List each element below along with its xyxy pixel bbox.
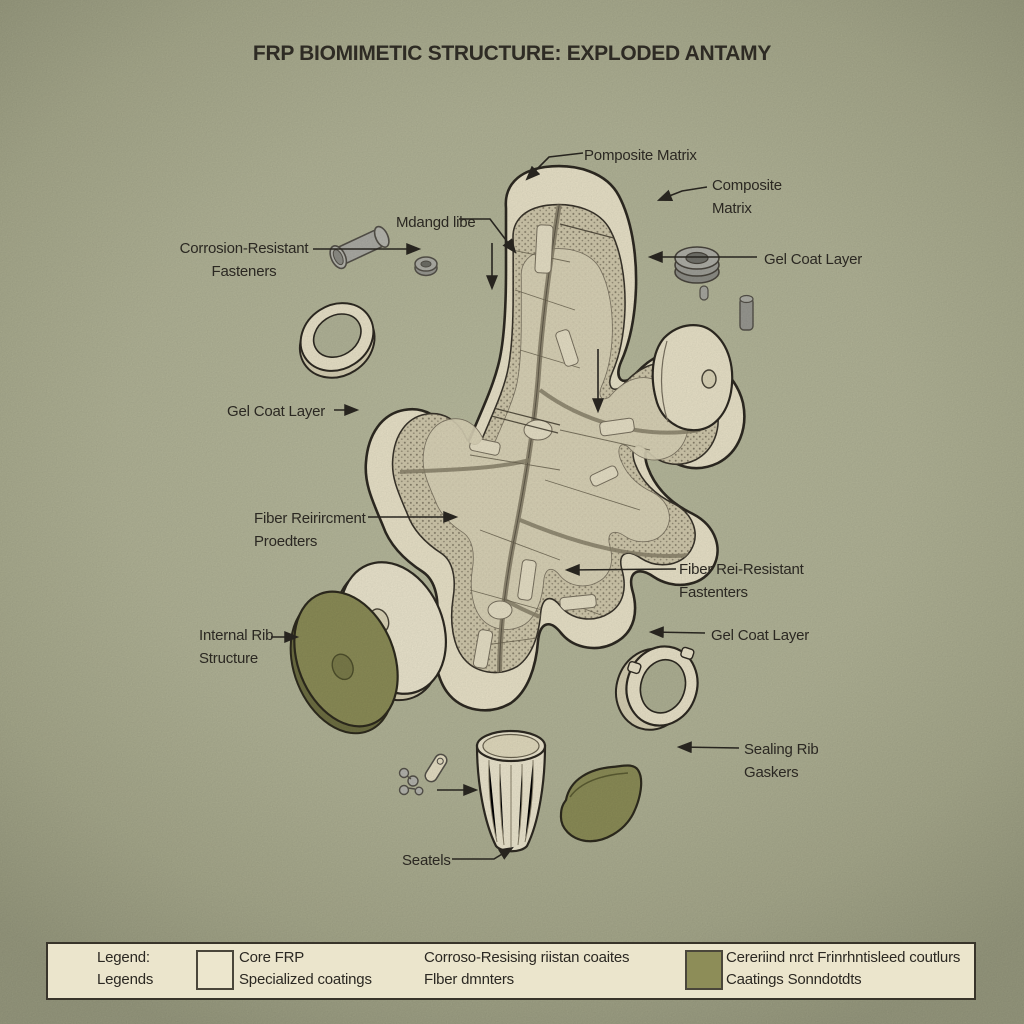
legend-item-corrosion: Corroso-Resising riistan coaites Flber d… [424, 949, 630, 988]
label-mdangd-libe: Mdangd libe [396, 214, 476, 231]
legend-heading: Legend: Legends [97, 949, 154, 988]
page-title: FRP BIOMIMETIC STRUCTURE: EXPLODED ANTAM… [252, 42, 772, 65]
label-seatels: Seatels [402, 852, 451, 869]
legend-item-coatings: Cereriind nrct Frinrhntisleed coutlurs C… [726, 949, 961, 988]
legend-swatch-olive [685, 950, 723, 990]
label-composite-matrix: Composite Matrix [712, 177, 782, 217]
legend-item-core-frp: Core FRP Specialized coatings [239, 949, 372, 988]
label-internal-rib-structure: Internal Rib Structure [199, 627, 274, 667]
legend-swatch-core-frp [196, 950, 234, 990]
label-pomposite-matrix: Pomposite Matrix [584, 147, 697, 164]
label-gel-coat-layer-right: Gel Coat Layer [711, 627, 810, 644]
label-gel-coat-layer-top-right: Gel Coat Layer [764, 251, 863, 268]
label-sealing-rib-gaskers: Sealing Rib Gaskers [744, 741, 819, 781]
label-corrosion-resistant-fasteners: Corrosion-Resistant Fasteners [179, 240, 309, 280]
label-gel-coat-layer-left: Gel Coat Layer [227, 403, 326, 420]
label-fiber-reinforcement: Fiber Reirircment Proedters [254, 510, 366, 550]
label-fiber-rei-resistant: Fiber Rei-Resistant Fastenters [679, 561, 804, 601]
